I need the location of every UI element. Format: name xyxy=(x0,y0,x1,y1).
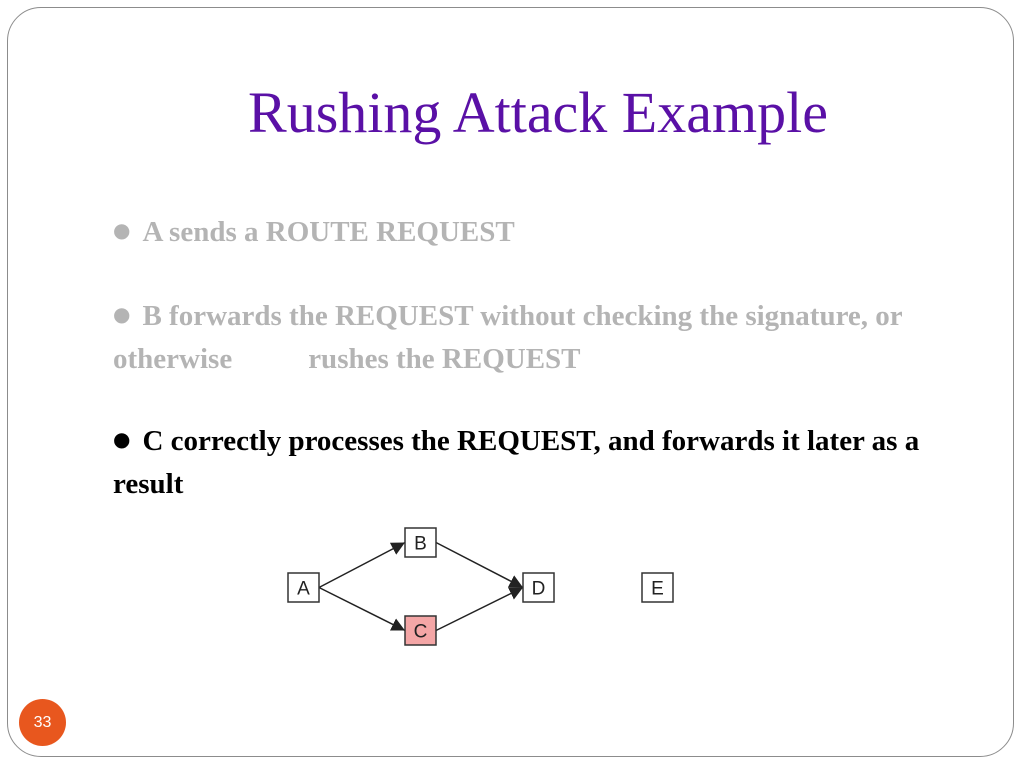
node-b: B xyxy=(404,527,437,558)
slide-title: Rushing Attack Example xyxy=(248,80,828,145)
edge-a-to-b xyxy=(318,541,406,589)
node-label: B xyxy=(414,534,427,555)
bullet-marker: ● xyxy=(113,427,131,451)
bullet-list: ●A sends a ROUTE REQUEST ●B forwards the… xyxy=(113,212,973,546)
bullet-text-continued: rushes the REQUEST xyxy=(308,343,581,375)
bullet-marker: ● xyxy=(113,302,131,326)
node-a: A xyxy=(287,572,320,603)
node-d: D xyxy=(522,572,555,603)
edge-c-to-d xyxy=(435,586,524,632)
node-c: C xyxy=(404,615,437,646)
edge-a-to-c xyxy=(318,586,406,632)
edge-b-to-d xyxy=(435,541,524,589)
page-number-badge: 33 xyxy=(19,699,66,746)
bullet-marker: ● xyxy=(113,218,131,242)
node-box xyxy=(404,615,437,646)
bullet-text: A sends a ROUTE REQUEST xyxy=(142,216,515,248)
bullet-text: B forwards the REQUEST without checking … xyxy=(113,300,903,375)
diagram-nodes: A B C D E xyxy=(287,527,674,646)
bullet-item-2: ●B forwards the REQUEST without checking… xyxy=(113,296,973,380)
bullet-item-3: ●C correctly processes the REQUEST, and … xyxy=(113,421,973,505)
node-box xyxy=(404,527,437,558)
bullet-item-1: ● A sends a ROUTE REQUEST xyxy=(113,212,973,255)
node-box xyxy=(522,572,555,603)
diagram-edges xyxy=(318,541,524,632)
node-e: E xyxy=(641,572,674,603)
node-label: E xyxy=(651,579,664,600)
node-label: C xyxy=(414,622,428,643)
node-box xyxy=(287,572,320,603)
node-label: A xyxy=(297,579,310,600)
bullet-text: C correctly processes the REQUEST, and f… xyxy=(113,425,920,500)
slide-frame xyxy=(7,7,1014,757)
node-label: D xyxy=(532,579,546,600)
node-box xyxy=(641,572,674,603)
